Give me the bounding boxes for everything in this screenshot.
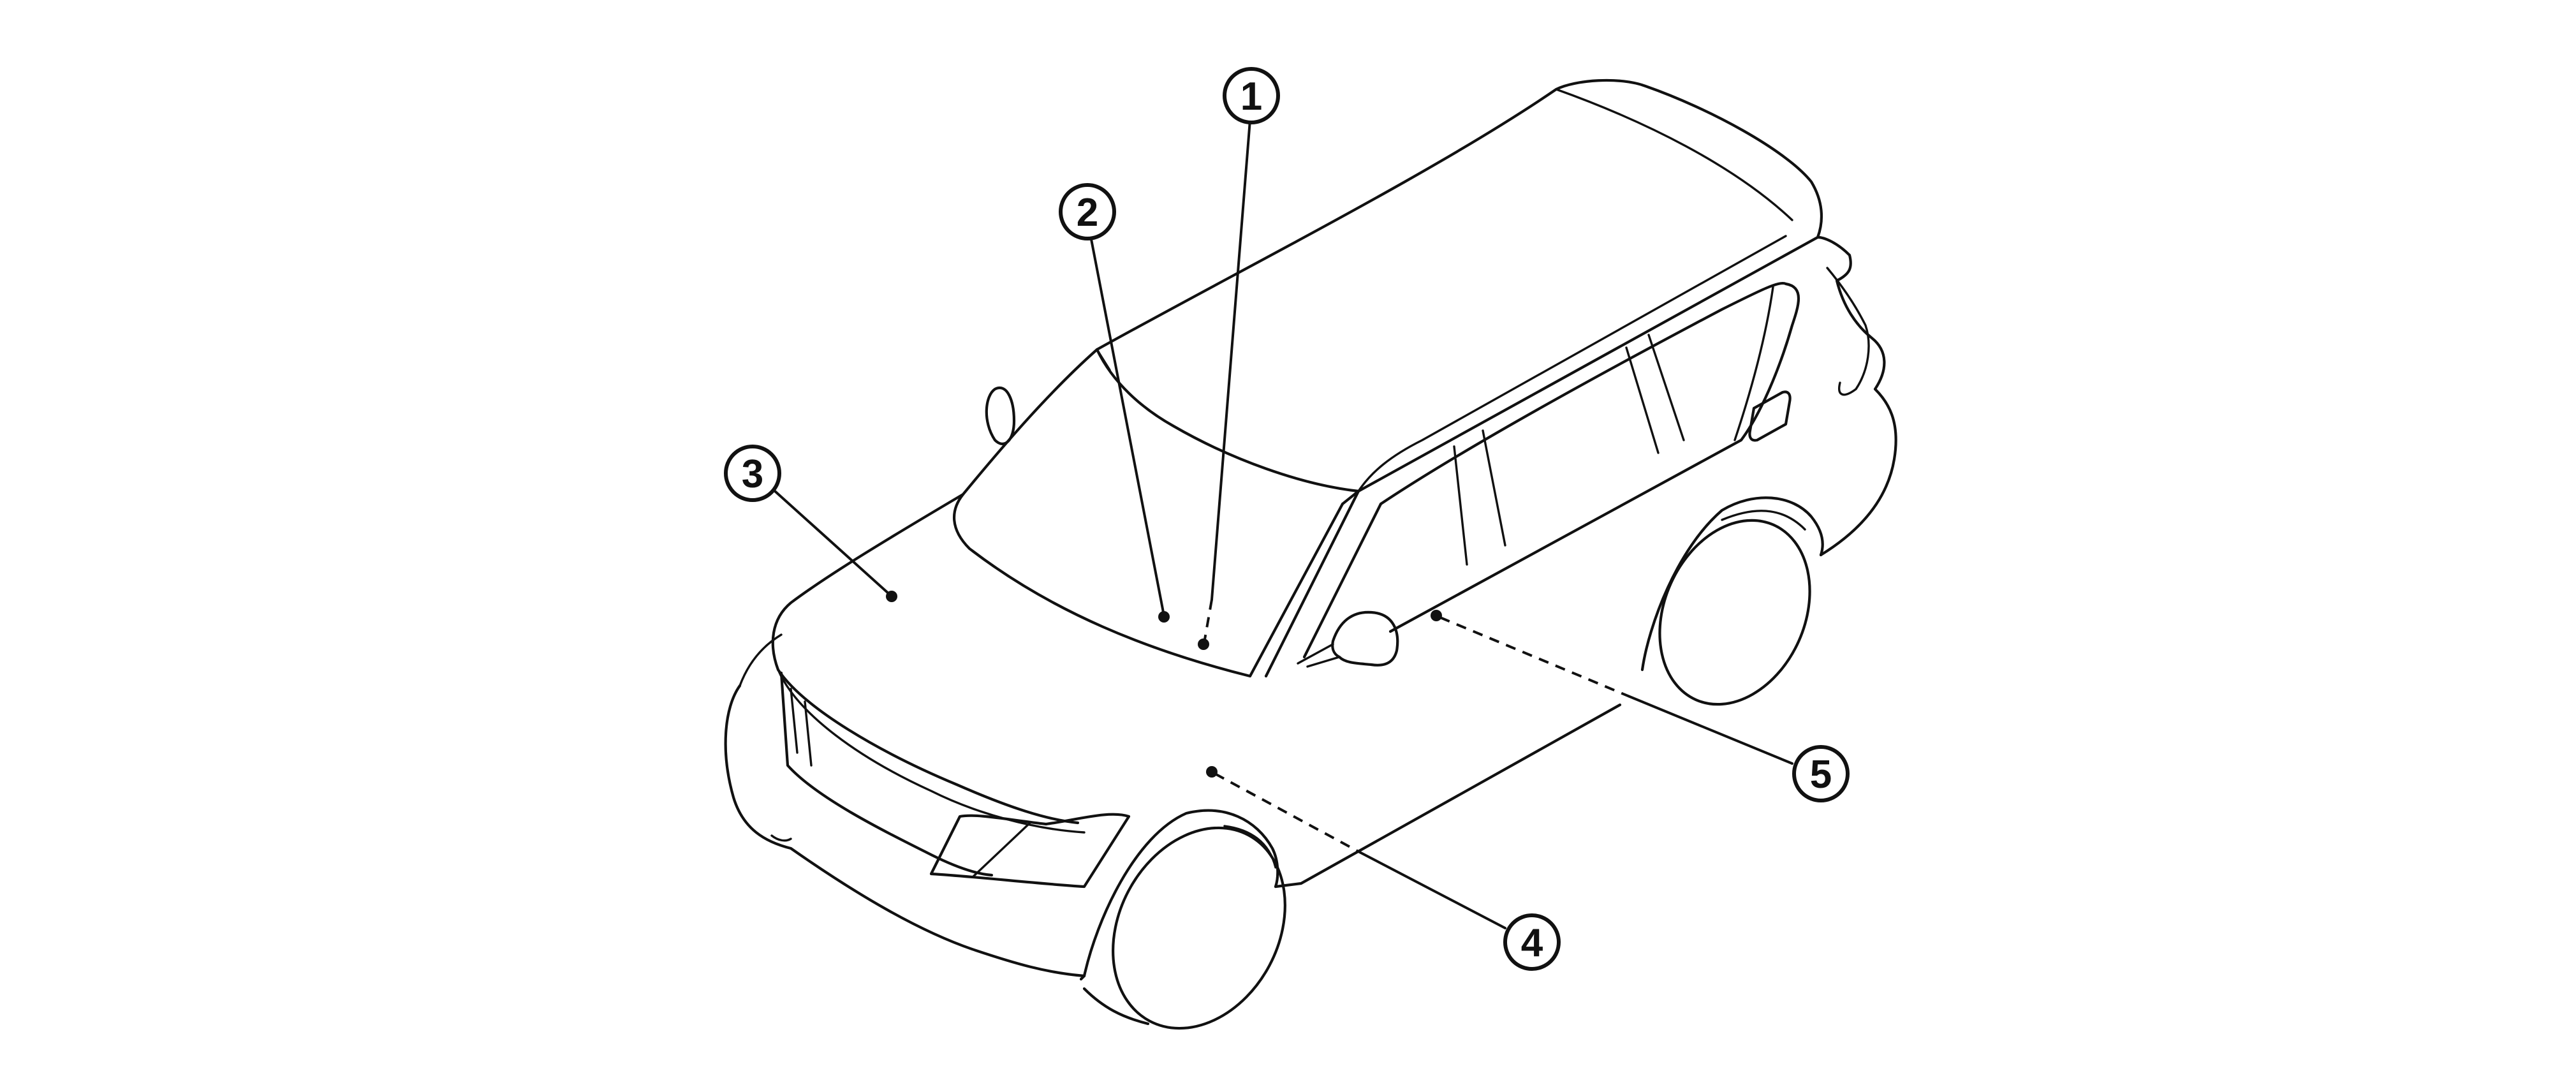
callout-4: 4	[1503, 913, 1561, 971]
callout-3-label: 3	[742, 452, 763, 496]
hood-outline	[771, 492, 1080, 825]
grille-inner	[790, 688, 813, 767]
mirror-arm	[1297, 643, 1341, 668]
headlight	[929, 813, 1131, 889]
callout-5-label: 5	[1810, 753, 1832, 797]
b-pillar-2	[1482, 429, 1506, 547]
callouts: 1 2 3 4 5	[724, 67, 1850, 971]
callout-1-label: 1	[1240, 75, 1262, 119]
far-mirror	[985, 387, 1016, 445]
leader-lines	[774, 119, 1793, 929]
roof-rail	[1357, 235, 1787, 492]
leader-1-solid	[1211, 119, 1251, 601]
near-mirror	[1331, 610, 1399, 667]
rear-wheel-arch	[1640, 496, 1824, 672]
side-window-frame	[1379, 282, 1800, 633]
leader-1-dashed	[1203, 599, 1213, 644]
front-bumper	[724, 684, 1086, 978]
callout-1: 1	[1223, 67, 1280, 124]
callout-5: 5	[1792, 745, 1850, 802]
vehicle-outline	[724, 78, 1897, 1030]
windshield-top	[1096, 348, 1111, 371]
leader-4-dot	[1206, 766, 1218, 778]
callout-2-label: 2	[1077, 191, 1098, 235]
roof-rear-edge	[1555, 88, 1793, 221]
leader-4-solid	[1357, 850, 1506, 929]
leader-2-line	[1089, 235, 1165, 617]
callout-4-label: 4	[1521, 921, 1543, 965]
leader-1-dot	[1198, 638, 1209, 650]
fuel-door	[1748, 390, 1792, 442]
hood-front-edge	[777, 668, 1086, 834]
rear-tire-inner	[1721, 510, 1806, 531]
b-pillar-1	[1453, 445, 1468, 566]
tail-light	[1826, 267, 1870, 396]
callout-3: 3	[724, 445, 781, 502]
leader-4-dashed	[1214, 772, 1359, 853]
rear-tire	[1658, 519, 1811, 706]
front-tire-inner	[1223, 825, 1277, 869]
windshield-outline	[952, 348, 1344, 678]
front-wheel-arch	[1082, 809, 1279, 978]
leader-5-solid	[1628, 695, 1793, 765]
quarter-window	[1733, 286, 1774, 441]
rear-quarter	[1816, 235, 1897, 557]
leader-3-dot	[886, 591, 897, 602]
lower-body	[1079, 974, 1150, 1026]
side-window-lower	[1302, 502, 1383, 659]
leader-3-line	[774, 490, 891, 596]
c-pillar-1	[1625, 346, 1660, 454]
leader-5-dashed	[1439, 616, 1630, 698]
bumper-upper	[739, 633, 783, 687]
callout-2: 2	[1059, 183, 1116, 240]
front-tire	[1112, 826, 1286, 1030]
rocker-line	[1274, 703, 1622, 889]
grille-outline	[779, 671, 994, 877]
leader-5-dot	[1431, 610, 1442, 621]
headlight-divider	[971, 822, 1031, 878]
fog-light	[770, 834, 792, 842]
roof-outline	[1095, 78, 1823, 493]
leader-2-dot	[1158, 611, 1170, 623]
c-pillar-2	[1647, 334, 1685, 441]
a-pillar	[1264, 489, 1360, 678]
